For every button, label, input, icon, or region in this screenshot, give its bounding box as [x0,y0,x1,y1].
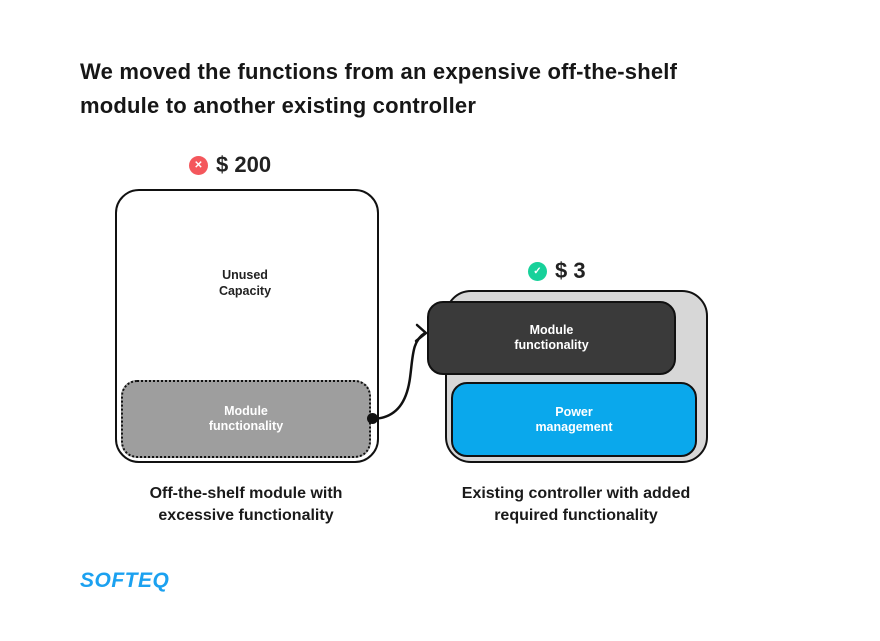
left-price-label: ✕ $ 200 [189,152,271,178]
left-module-functionality-box: Module functionality [121,380,371,458]
check-glyph: ✓ [533,265,542,277]
softeq-logo: SOFTEQ [80,569,170,592]
unused-capacity-label: Unused Capacity [218,268,272,298]
left-price-value: $ 200 [216,152,272,177]
x-glyph: ✕ [194,159,203,171]
right-caption: Existing controller with added required … [461,485,691,524]
x-circle-icon: ✕ [189,155,208,175]
arrow-curve [371,331,427,421]
page-title: We moved the functions from an expensive… [80,59,678,118]
right-module-functionality-box: Module functionality [427,301,676,375]
left-module-functionality-label: Module functionality [208,404,284,433]
power-management-box: Power management [451,382,697,457]
right-price-label: ✓ $ 3 [528,258,586,284]
arrow-head [414,323,428,343]
check-circle-icon: ✓ [528,261,547,281]
right-price-value: $ 3 [555,258,586,283]
left-caption: Off-the-shelf module with excessive func… [149,485,343,524]
power-management-label: Power management [535,404,613,434]
right-module-functionality-label: Module functionality [514,323,589,352]
